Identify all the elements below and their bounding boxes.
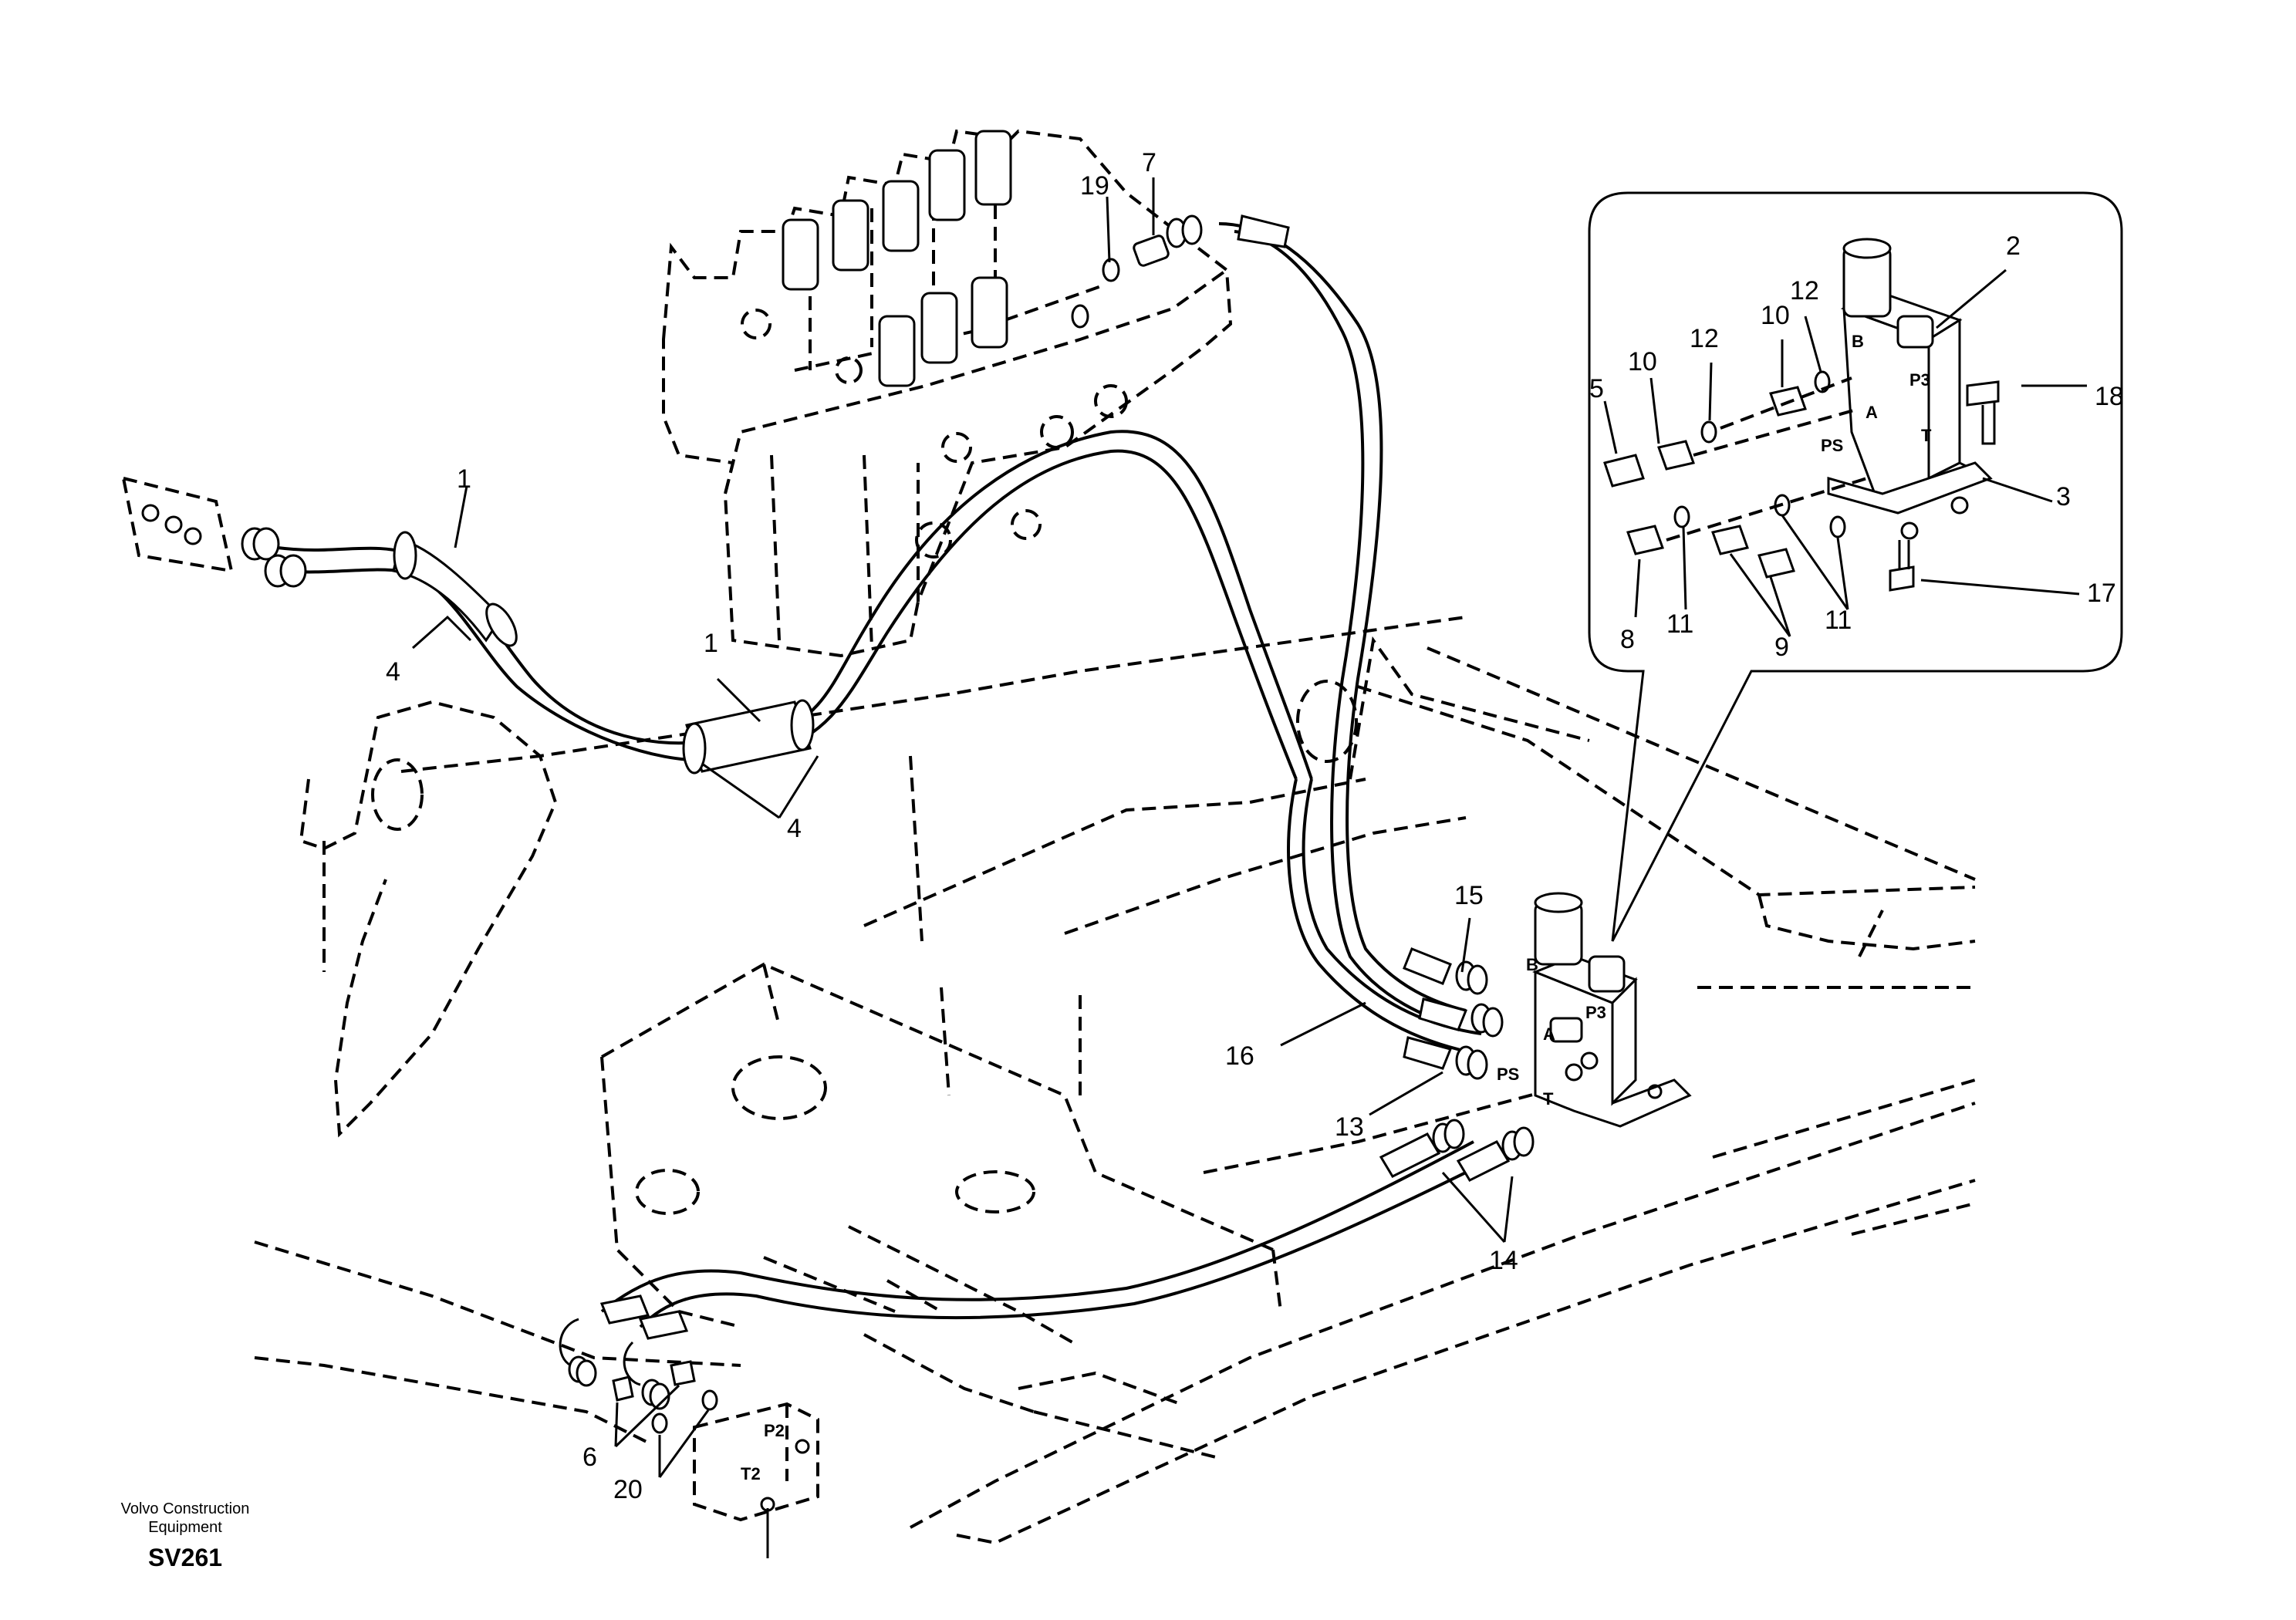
callout-8: 8: [1620, 625, 1635, 654]
company-name-line2: Equipment: [148, 1519, 222, 1536]
hose-15-13-fittings: [1403, 947, 1504, 1080]
port-a-main: A: [1543, 1024, 1555, 1044]
callout-15: 15: [1454, 881, 1484, 910]
solenoid-valve-main: [1531, 892, 1692, 1128]
callout-5: 5: [1589, 374, 1604, 403]
callout-12-right: 12: [1790, 276, 1819, 305]
port-p3-detail: P3: [1909, 370, 1930, 390]
callout-2: 2: [2006, 231, 2021, 261]
callout-11-left: 11: [1666, 609, 1693, 639]
port-p2: P2: [764, 1421, 785, 1440]
leader-lines: [412, 177, 2087, 1478]
detail-balloon: [1588, 191, 2123, 942]
callout-19: 19: [1080, 171, 1109, 201]
callout-17: 17: [2087, 579, 2116, 608]
port-b-detail: B: [1852, 332, 1864, 351]
callout-4-left: 4: [386, 657, 400, 687]
control-valve-outline: [662, 129, 1233, 658]
callout-labels: 1 1 2 3 4 4 5 6 7 8 9 10 10 11 11 12 12 …: [386, 148, 2124, 1504]
callout-4-middle: 4: [787, 814, 802, 843]
callout-12-left: 12: [1690, 324, 1719, 353]
port-a-detail: A: [1866, 403, 1878, 422]
callout-13: 13: [1335, 1112, 1364, 1142]
company-name-line1: Volvo Construction: [121, 1500, 250, 1517]
callout-20: 20: [613, 1475, 643, 1504]
hose-14: [559, 1119, 1535, 1434]
port-t-detail: T: [1921, 426, 1932, 445]
callout-1-left: 1: [457, 464, 471, 494]
hose-1: [241, 430, 1313, 780]
drawing-code: SV261: [148, 1544, 222, 1571]
callout-3: 3: [2056, 482, 2071, 511]
port-labels: B A P3 PS T B A P3 PS T P2 T2: [741, 332, 1932, 1483]
port-b-main: B: [1526, 955, 1538, 974]
port-t2: T2: [741, 1464, 761, 1483]
hose-16: [1071, 214, 1482, 1055]
callout-10-right: 10: [1761, 301, 1790, 330]
left-manifold: [121, 476, 234, 573]
valve-spools: [782, 130, 1012, 387]
machine-frame-outline: [254, 616, 1976, 1545]
callout-11-right: 11: [1825, 606, 1852, 635]
callout-9: 9: [1774, 633, 1789, 662]
callout-7: 7: [1142, 148, 1156, 177]
footer: Volvo Construction Equipment SV261: [121, 1500, 250, 1571]
callout-16: 16: [1225, 1041, 1254, 1071]
port-ps-main: PS: [1497, 1065, 1519, 1084]
callout-18: 18: [2095, 382, 2124, 411]
port-p3-main: P3: [1585, 1003, 1606, 1022]
callout-14: 14: [1489, 1246, 1518, 1275]
port-ps-detail: PS: [1821, 436, 1843, 455]
pilot-block: [693, 1402, 819, 1558]
callout-10-left: 10: [1628, 347, 1657, 376]
callout-1-middle: 1: [704, 629, 718, 658]
callout-6: 6: [582, 1443, 597, 1472]
port-t-main: T: [1543, 1089, 1554, 1109]
solenoid-valve-detail: [1603, 238, 2000, 592]
